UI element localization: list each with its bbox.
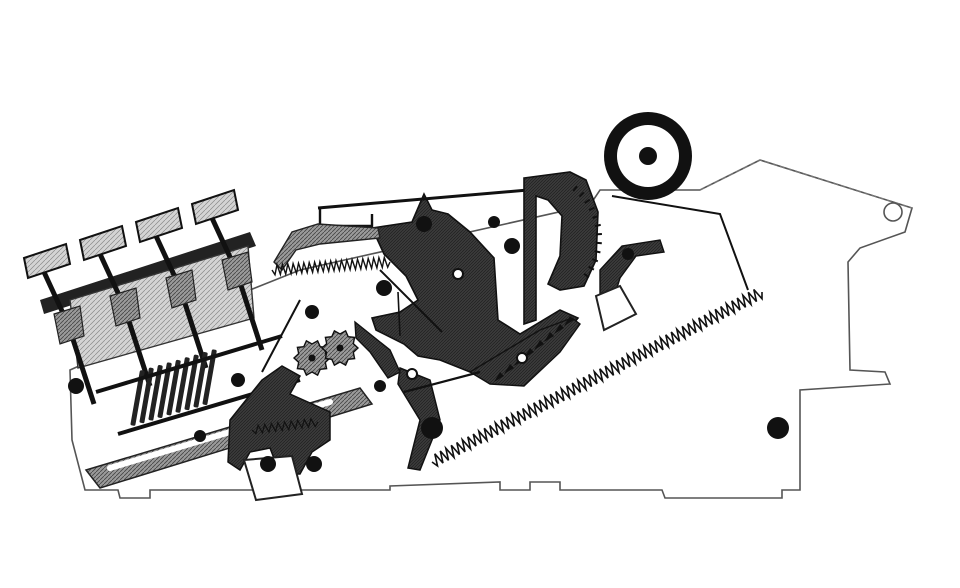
rocker-arm — [227, 365, 331, 475]
segment-tooth — [578, 191, 585, 198]
segment-teeth — [572, 185, 602, 279]
ratchet-tooth — [534, 340, 544, 350]
ratchet-tooth — [554, 324, 564, 334]
segment-sector — [523, 171, 599, 326]
typebar — [157, 362, 172, 418]
segment-tooth — [595, 241, 602, 245]
pivot-pin — [68, 378, 84, 394]
segment-tooth — [591, 258, 599, 263]
key-lever — [221, 251, 253, 291]
gear-hub — [336, 344, 344, 352]
typebar — [148, 365, 163, 421]
segment-tooth — [592, 215, 599, 219]
rocker-bracket — [242, 454, 304, 502]
vertical-guide — [397, 291, 401, 337]
segment-tooth — [594, 250, 601, 254]
typebar — [202, 349, 217, 405]
typebar — [139, 367, 154, 424]
segment-tooth — [572, 185, 578, 192]
lever-arm-lower — [397, 366, 441, 471]
lever-hook — [354, 320, 401, 379]
main-spring — [431, 288, 763, 468]
ratchet-tooth — [564, 316, 574, 326]
segment-tooth — [584, 198, 591, 204]
key-cap — [22, 242, 72, 280]
ribbon-spool-hub — [639, 147, 657, 165]
pivot-pin — [194, 430, 206, 442]
gear-hub — [308, 354, 316, 362]
gear-pair — [292, 329, 360, 377]
upper-rod — [317, 188, 529, 210]
key-cap — [190, 188, 240, 226]
segment-tooth — [594, 223, 601, 228]
segment-tooth — [588, 265, 595, 271]
segment-tooth — [583, 272, 590, 279]
pivot-pin — [376, 280, 392, 296]
key-lever — [165, 269, 197, 309]
return-spring-upper — [271, 254, 391, 278]
pivot-pin — [767, 417, 789, 439]
key-group — [22, 188, 265, 405]
upper-left-arm — [273, 223, 381, 272]
pivot-pin — [488, 216, 500, 228]
pivot-pin — [421, 417, 443, 439]
comb-rail-top — [95, 334, 283, 394]
typebar — [193, 352, 208, 408]
pivot-pin — [305, 305, 319, 319]
link-rod-mid — [403, 370, 481, 394]
pivot-hole — [452, 268, 464, 280]
carriage-rail — [611, 195, 749, 291]
ratchet-tooth — [504, 364, 514, 374]
typebar-comb — [130, 349, 217, 426]
pivot-points — [68, 216, 789, 472]
typebar — [130, 370, 145, 426]
typebar — [175, 357, 190, 413]
link-rod-left — [261, 299, 301, 373]
key-cap — [78, 224, 128, 262]
pivot-hole — [516, 352, 528, 364]
diagonal-guide — [379, 269, 443, 333]
pivot-pin — [306, 456, 322, 472]
pivot-pin — [622, 248, 634, 260]
housing-top-dashed — [699, 159, 913, 209]
pivot-pin — [504, 238, 520, 254]
return-spring-lower — [251, 417, 319, 435]
hanger-hole — [883, 202, 903, 222]
pivot-hole — [406, 368, 418, 380]
pivot-pin — [416, 216, 432, 232]
pivot-pin — [231, 373, 245, 387]
typebar — [184, 354, 199, 411]
upper-rod-bracket — [318, 208, 374, 228]
ratchet-tooth — [494, 372, 504, 382]
key-cap — [134, 206, 184, 244]
right-plate — [594, 284, 638, 332]
pivot-pin — [374, 380, 386, 392]
segment-tooth — [588, 206, 595, 212]
key-lever — [109, 287, 141, 327]
ratchet-tooth — [544, 332, 554, 342]
pivot-pin — [260, 456, 276, 472]
typebar — [166, 359, 181, 416]
key-lever — [53, 305, 85, 345]
